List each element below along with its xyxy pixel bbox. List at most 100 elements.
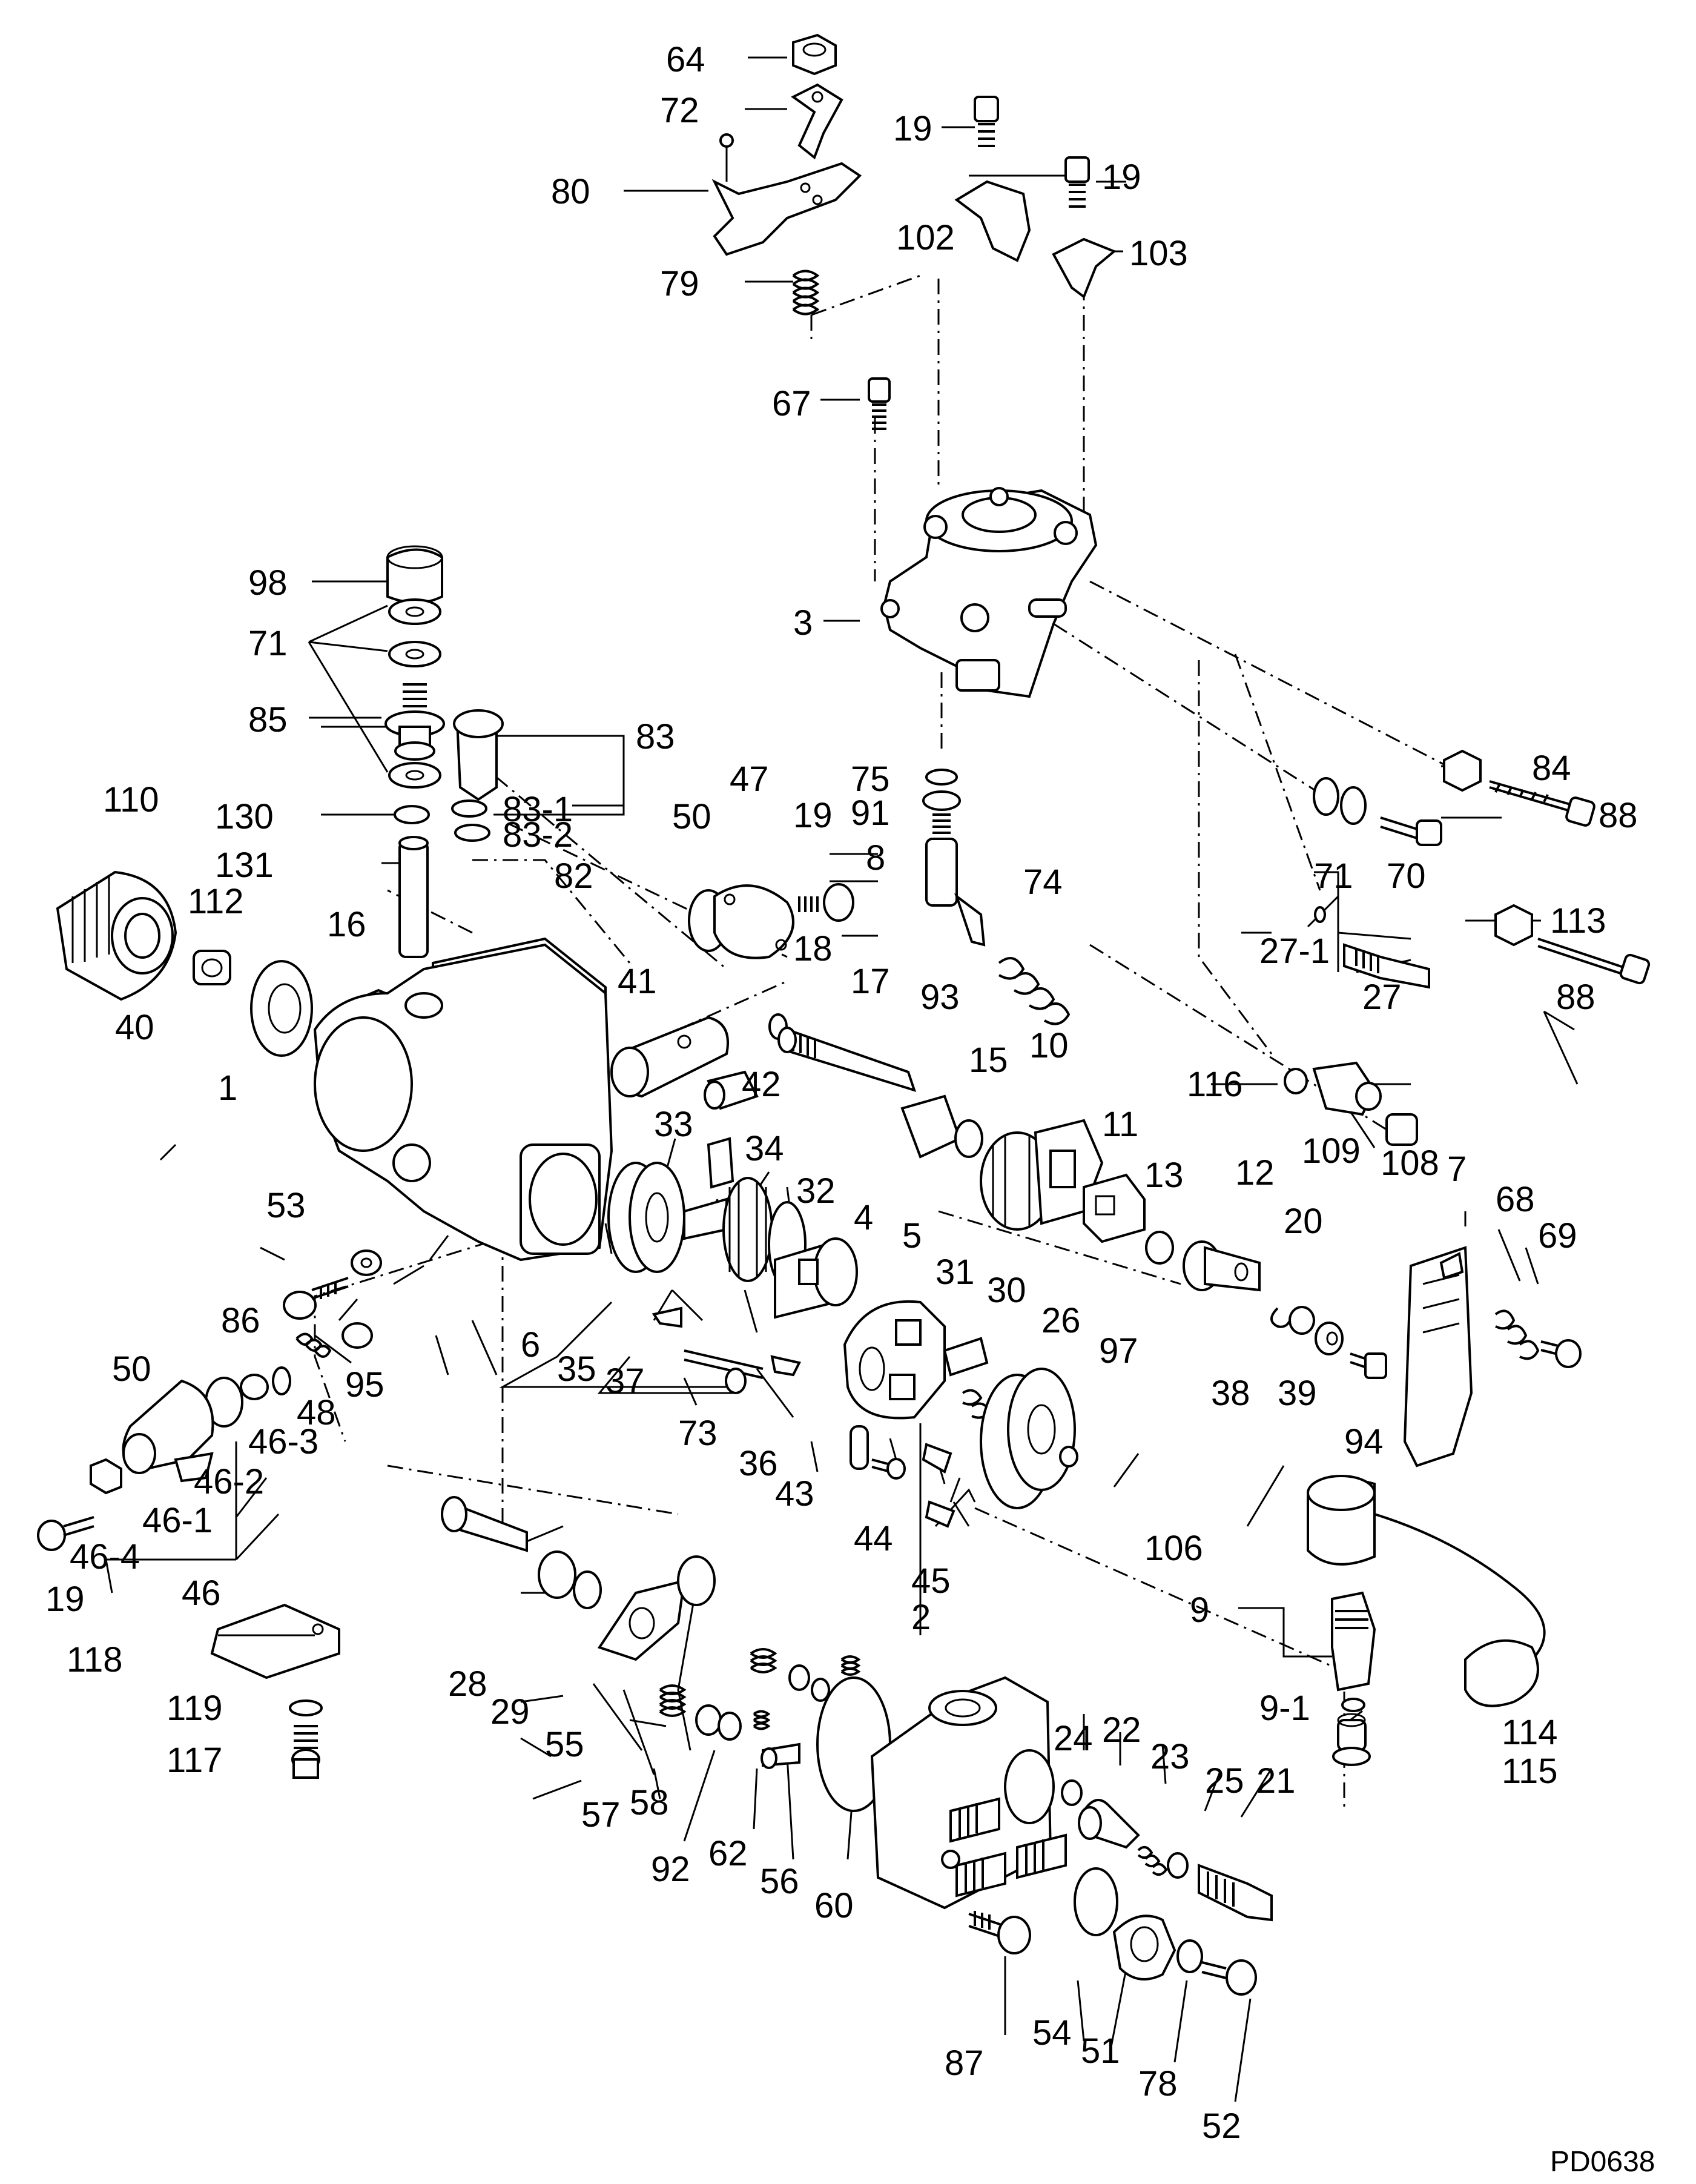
part-4-cam-disc <box>774 1237 858 1319</box>
callout-109: 109 <box>1302 1131 1361 1171</box>
callout-37: 37 <box>605 1362 645 1401</box>
part-22-valve <box>1078 1799 1140 1849</box>
callout-62: 62 <box>708 1834 748 1873</box>
callout-95: 95 <box>345 1365 384 1405</box>
callout-56: 56 <box>760 1862 799 1901</box>
part-56-pin <box>761 1742 800 1769</box>
part-42-pin <box>704 1070 759 1110</box>
part-46-1-valve-housing <box>122 1379 214 1483</box>
part-87-bolt <box>968 1911 1031 1954</box>
part-43-pin <box>850 1425 869 1470</box>
callout-46-2: 46-2 <box>194 1462 264 1501</box>
callout-85: 85 <box>248 700 288 740</box>
part-119-washer <box>289 1699 323 1716</box>
callout-10: 10 <box>1029 1026 1069 1065</box>
part-110-knurled-cap <box>56 870 177 1001</box>
part-spring-upper-b <box>840 1655 861 1676</box>
part-39-nut <box>1315 1322 1344 1355</box>
callout-118: 118 <box>67 1640 122 1679</box>
callout-labels: 64 72 80 79 19 19 102 103 67 3 98 71 85 … <box>45 40 1655 2178</box>
callout-60: 60 <box>814 1886 854 1925</box>
callout-35: 35 <box>557 1349 596 1389</box>
callout-17: 17 <box>851 962 890 1001</box>
callout-24: 24 <box>1054 1719 1093 1758</box>
callout-27: 27 <box>1362 978 1402 1017</box>
part-driveshaft-lower <box>441 1496 528 1552</box>
part-91-washer <box>922 790 961 811</box>
part-19-bolt-left <box>37 1516 94 1551</box>
part-73-bolt <box>684 1349 764 1394</box>
part-117-bolt <box>291 1725 320 1779</box>
part-57-spring <box>659 1684 687 1717</box>
callout-130: 130 <box>215 797 274 836</box>
part-79-spring <box>792 270 820 316</box>
part-47-cover-plate <box>713 884 794 959</box>
callout-114: 114 <box>1502 1713 1557 1752</box>
callout-70: 70 <box>1387 856 1426 896</box>
callout-13: 13 <box>1144 1156 1184 1195</box>
part-26-roller-ring <box>980 1368 1076 1509</box>
callout-94: 94 <box>1344 1422 1384 1461</box>
part-88-bolt-b <box>1537 938 1651 985</box>
part-45-clip <box>922 1443 952 1474</box>
part-109-screw <box>1312 1061 1382 1116</box>
callout-42: 42 <box>742 1065 781 1104</box>
callout-55: 55 <box>545 1725 584 1764</box>
callout-9: 9 <box>1190 1590 1209 1630</box>
callout-113: 113 <box>1550 901 1606 941</box>
callout-91: 91 <box>851 793 890 833</box>
callout-4: 4 <box>854 1198 873 1237</box>
part-113-nut <box>1494 904 1533 947</box>
callout-83: 83 <box>636 717 675 756</box>
part-53-washer <box>351 1249 382 1276</box>
part-86-bolt <box>283 1277 349 1320</box>
part-130-o-ring <box>394 805 430 824</box>
part-74-spring <box>998 957 1071 1025</box>
part-23-spring <box>1137 1845 1168 1876</box>
callout-93: 93 <box>920 978 960 1017</box>
callout-106: 106 <box>1144 1529 1203 1568</box>
part-25-washer <box>1167 1852 1189 1879</box>
part-118-bracket <box>210 1603 340 1679</box>
part-78-washer <box>1176 1939 1203 1973</box>
part-34-gear <box>722 1177 773 1282</box>
part-98-cap <box>386 545 443 604</box>
callout-18: 18 <box>793 929 833 968</box>
callout-38: 38 <box>1211 1374 1250 1413</box>
callout-30: 30 <box>987 1271 1026 1310</box>
callout-44: 44 <box>854 1519 893 1558</box>
part-48-spring <box>295 1332 332 1358</box>
part-33-key <box>707 1137 734 1189</box>
part-94-bolt <box>1350 1352 1387 1379</box>
callout-43: 43 <box>775 1474 814 1514</box>
callout-27-1: 27-1 <box>1259 932 1330 971</box>
callout-72: 72 <box>660 91 699 130</box>
callout-87: 87 <box>945 2043 984 2083</box>
callout-3: 3 <box>793 603 813 643</box>
callout-119: 119 <box>167 1689 222 1728</box>
callout-46: 46 <box>182 1573 221 1613</box>
callout-103: 103 <box>1129 234 1188 273</box>
callout-23: 23 <box>1150 1737 1190 1776</box>
callout-47: 47 <box>730 759 769 799</box>
part-2-distributor-head <box>870 1676 1067 1910</box>
callout-48: 48 <box>297 1393 336 1432</box>
part-12-pin <box>1183 1240 1261 1292</box>
callout-102: 102 <box>896 218 955 257</box>
callout-1: 1 <box>218 1068 237 1108</box>
callout-74: 74 <box>1023 862 1063 902</box>
part-13-washer <box>1145 1231 1174 1265</box>
callout-97: 97 <box>1099 1331 1138 1371</box>
callout-46-4: 46-4 <box>70 1537 140 1577</box>
callout-117: 117 <box>167 1741 222 1780</box>
part-84-nut <box>1443 749 1482 792</box>
delivery-valve-fitting-b <box>1016 1833 1067 1879</box>
part-67-bolt <box>868 377 891 430</box>
callout-20: 20 <box>1284 1202 1323 1241</box>
part-58-washer <box>695 1704 722 1736</box>
part-71-washer-b <box>388 641 441 667</box>
callout-131: 131 <box>215 845 274 885</box>
callout-86: 86 <box>221 1301 260 1340</box>
callout-50-lower: 50 <box>112 1349 151 1389</box>
